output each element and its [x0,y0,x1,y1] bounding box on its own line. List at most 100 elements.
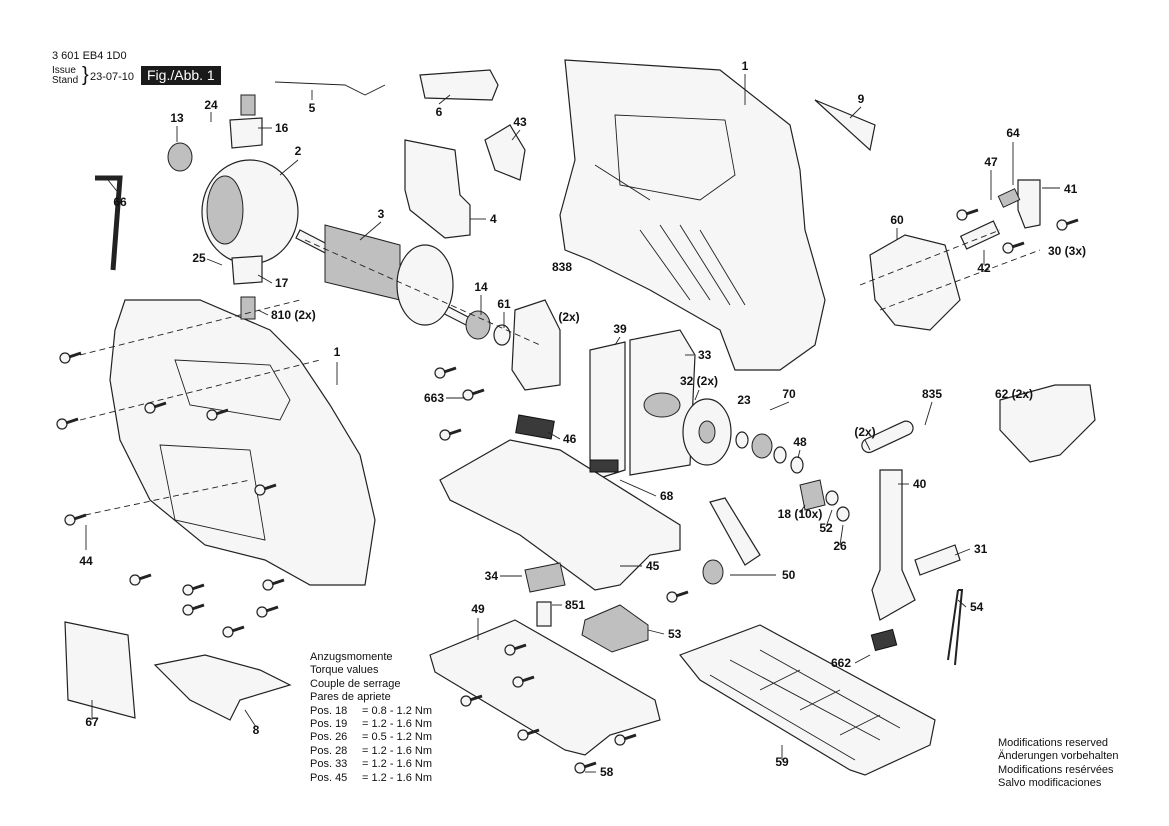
spanner-drawing [274,81,386,96]
screw-drawing [512,675,535,688]
shoe-58-drawing [679,624,936,776]
torque-value: = 0.8 - 1.2 Nm [362,704,433,717]
handle-drawing [419,69,499,101]
housing-left-handle-opening [174,359,291,421]
leader-line [614,336,621,346]
part-number-label: 13 [170,111,184,125]
part-662-drawing [581,604,649,653]
part-number-label: 44 [79,554,93,568]
part-number-label: 6 [436,105,443,119]
part-number-label: 34 [485,569,499,583]
switch-drawing [404,139,471,239]
screw-drawing [206,408,229,421]
part-13-drawing [167,142,193,172]
torque-title-de: Anzugsmomente [310,651,393,663]
part-46-drawing [861,420,914,454]
part-41-drawing [1017,179,1041,229]
part-number-label: 1 [334,345,341,359]
leader-lines [79,74,1060,773]
issue-stand-label: Issue Stand [52,66,78,86]
torque-pos: Pos. 28 [310,744,348,757]
part-53-drawing [947,589,964,666]
housing-left-drawing [109,299,376,586]
screw-drawing [129,573,152,586]
part-number-label: 4 [490,212,497,226]
housing-left-grip [159,444,266,541]
torque-pos: Pos. 45 [310,771,348,784]
notice-en: Modifications reserved [998,737,1109,749]
part-number-label: 838 [552,260,572,274]
part-43-drawing [484,124,526,181]
leader-line [206,258,223,266]
leader-line [438,94,451,105]
assembly-axis [79,359,321,421]
part-number-label: 14 [474,280,488,294]
housing-right-drawing [559,59,826,371]
part-39-drawing [589,341,626,479]
part-number-label: 42 [977,261,991,275]
issue-label: Issue [52,65,76,76]
screw-drawing [517,728,540,741]
screw-drawing [1002,241,1025,254]
part-40-drawing [439,439,681,591]
part-33-hole [643,392,681,418]
part-number-label: 39 [613,322,627,336]
stand-label: Stand [52,75,79,86]
part-number-label: 64 [1006,126,1020,140]
torque-value: = 0.5 - 1.2 Nm [362,731,433,744]
part-number-label: 30 (3x) [1048,244,1086,258]
torque-pos: Pos. 18 [310,704,348,717]
part-number-label: 2 [295,144,302,158]
part-number-label: 33 [698,348,712,362]
screw-drawing [504,643,527,656]
torque-pos: Pos. 33 [310,758,348,771]
brush-810-drawing [240,296,256,320]
part-835a-drawing [735,431,749,449]
part-number-label: 46 [563,432,577,446]
part-number-label: 23 [737,393,751,407]
housing-right-ribs [594,164,746,306]
part-number-label: 54 [970,600,984,614]
screw-drawing [574,761,597,774]
screw-drawing [462,388,485,401]
screw-drawing [254,483,277,496]
part-number-label: 61 [497,297,511,311]
part-number-label: 26 [833,539,847,553]
part-number-label: 59 [775,755,789,769]
part-number-label: 43 [513,115,527,129]
screw-drawing [614,733,637,746]
assembly-axis [84,479,251,516]
part-number-label: 17 [275,276,289,290]
part-31-drawing [836,506,850,522]
part-64-drawing [997,188,1021,208]
part-26-drawing [825,490,839,506]
torque-row: Pos. 45 = 1.2 - 1.6 Nm [310,772,432,785]
armature-core-drawing [324,224,401,301]
part-number-label: 3 [378,207,385,221]
brush-holder-17-drawing [231,255,263,285]
torque-title-fr: Couple de serrage [310,677,401,690]
screw-drawing [434,366,457,379]
torque-value: = 1.2 - 1.6 Nm [362,771,433,784]
notice-es: Salvo modificaciones [998,777,1102,790]
leader-line [107,179,121,196]
part-851-drawing [709,497,761,566]
leader-line [825,509,833,528]
issue-date: 23-07-10 [90,71,135,83]
modifications-notice: Modifications reserved Änderungen vorbeh… [998,737,1118,791]
part-number-label: 48 [793,435,807,449]
screw-drawing [256,605,279,618]
gear-70-hub [698,420,716,444]
screw-drawing [1056,218,1079,231]
screw-drawing [222,625,245,638]
housing-right-handle-opening [614,114,736,201]
part-number-label: 663 [424,391,444,405]
leader-line [954,548,971,556]
part-42b-drawing [589,459,619,473]
allen-key-drawing [95,175,123,271]
part-number-label: 41 [1064,182,1078,196]
leader-line [854,654,871,664]
part-number-label: 1 [742,59,749,73]
screw-drawing [182,583,205,596]
part-67-drawing [870,628,898,652]
